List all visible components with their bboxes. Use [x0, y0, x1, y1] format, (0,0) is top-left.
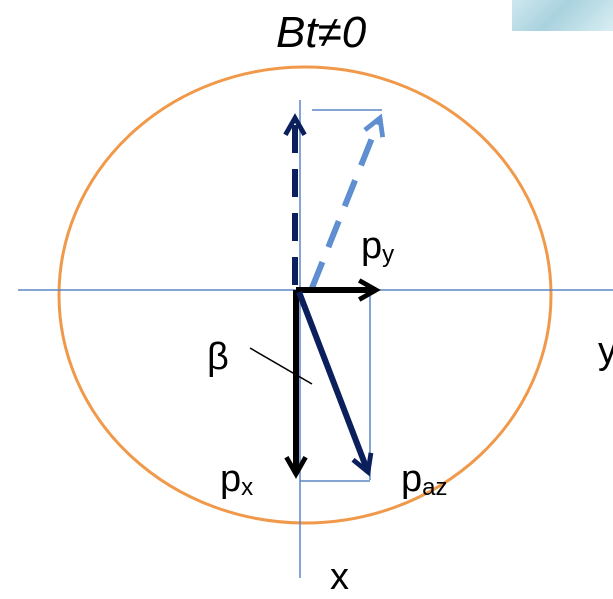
beta-pointer-line	[249, 347, 313, 385]
px-label-main: p	[220, 458, 242, 500]
diagram-title: Bt≠0	[276, 8, 367, 57]
py-label-sub: y	[382, 241, 395, 268]
dashed-diagonal-arrow	[309, 113, 386, 290]
orange-ellipse	[57, 65, 553, 525]
diagram-canvas	[18, 65, 613, 578]
paz-label-sub: az	[422, 474, 448, 501]
paz-label: paz	[401, 458, 448, 502]
beta-label: β	[207, 336, 229, 378]
decorative-corner-image	[512, 0, 613, 31]
paz-arrow	[296, 290, 374, 477]
py-label: py	[361, 225, 394, 269]
px-label-sub: x	[241, 474, 254, 501]
px-label: px	[220, 458, 253, 502]
diagram: Bt≠0 py px paz β y x	[18, 0, 613, 598]
y-axis-label: y	[598, 330, 613, 372]
py-label-main: p	[361, 225, 383, 267]
paz-label-main: p	[401, 458, 423, 500]
